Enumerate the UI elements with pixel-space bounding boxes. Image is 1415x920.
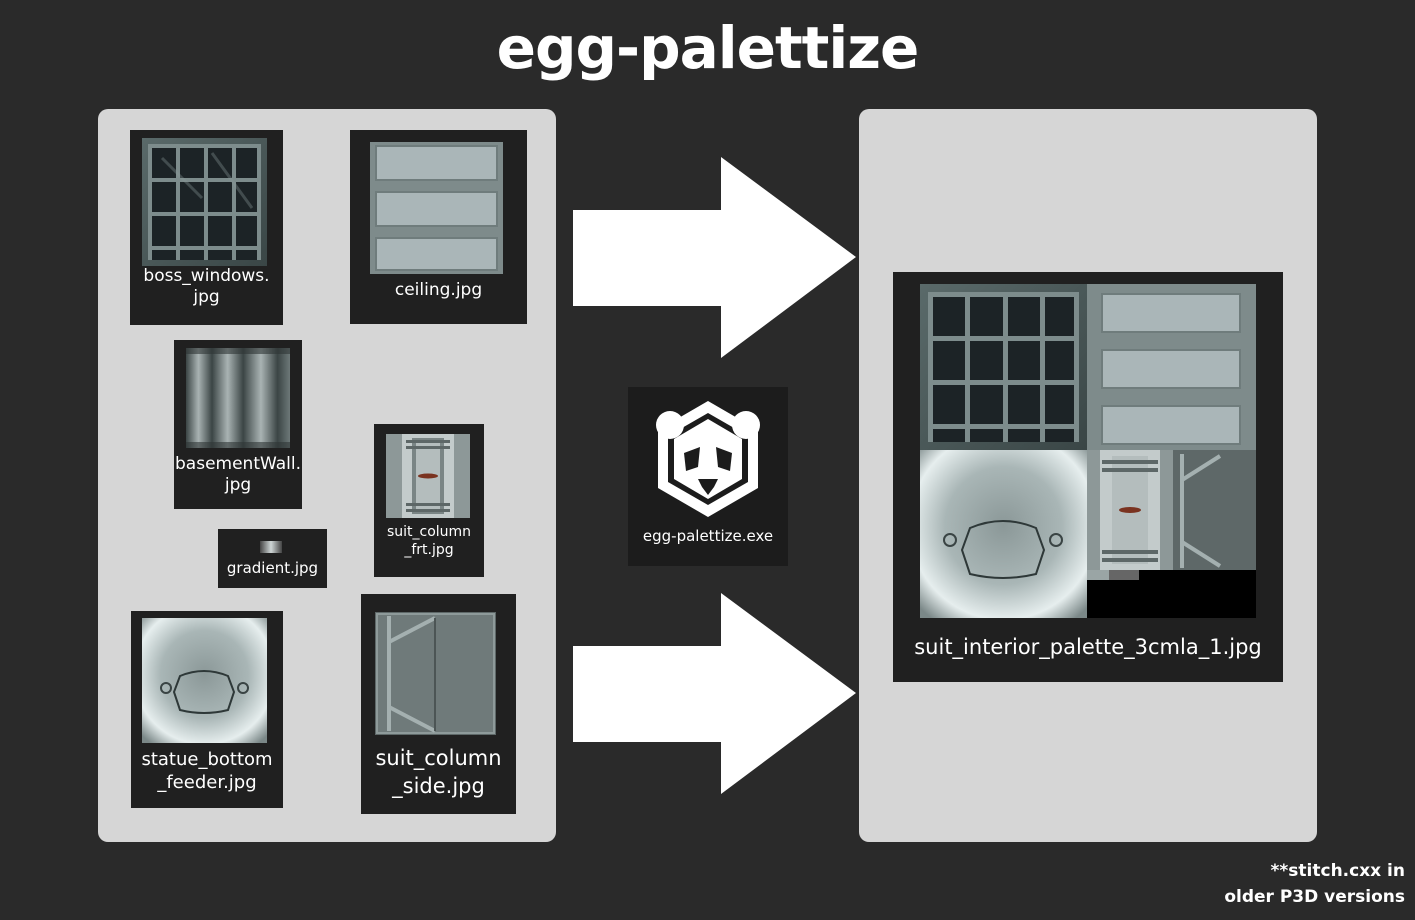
- tool-label: egg-palettize.exe: [628, 527, 788, 546]
- file-caption: basementWall. jpg: [174, 454, 302, 497]
- caption-line: jpg: [193, 287, 220, 308]
- caption-line: gradient.jpg: [226, 559, 319, 577]
- caption-line: boss_windows.: [143, 266, 270, 286]
- file-caption: ceiling.jpg: [350, 280, 527, 301]
- footnote-line: **stitch.cxx in: [1270, 861, 1405, 881]
- caption-line: ceiling.jpg: [394, 280, 483, 300]
- file-tile-output-palette[interactable]: suit_interior_palette_3cmla_1.jpg: [893, 272, 1283, 682]
- file-caption: suit_column _side.jpg: [361, 744, 516, 800]
- arrow-right-icon: [573, 593, 856, 794]
- caption-line: suit_column: [386, 524, 472, 540]
- panda-hexagon-icon: [656, 401, 760, 517]
- file-tile-basement-wall[interactable]: basementWall. jpg: [174, 340, 302, 509]
- caption-line: suit_column: [375, 746, 502, 770]
- statue-bottom-feeder-thumbnail: [142, 618, 267, 743]
- palette-thumbnail: [920, 284, 1256, 618]
- file-caption: suit_column _frt.jpg: [374, 524, 484, 559]
- caption-line: suit_interior_palette_3cmla_1.jpg: [914, 635, 1262, 659]
- page-title: egg-palettize: [496, 14, 920, 82]
- caption-line: _feeder.jpg: [157, 771, 257, 793]
- gradient-thumbnail: [260, 541, 282, 553]
- caption-line: jpg: [224, 475, 252, 496]
- file-caption: gradient.jpg: [218, 559, 327, 578]
- caption-line: basementWall.: [175, 454, 301, 474]
- footnote-line: older P3D versions: [1224, 887, 1405, 907]
- caption-line: egg-palettize.exe: [642, 527, 774, 545]
- boss-windows-thumbnail: [142, 138, 267, 266]
- caption-line: _frt.jpg: [404, 541, 454, 558]
- caption-line: statue_bottom: [141, 749, 273, 770]
- file-caption: statue_bottom _feeder.jpg: [131, 749, 283, 794]
- basement-wall-thumbnail: [186, 348, 290, 448]
- file-tile-ceiling[interactable]: ceiling.jpg: [350, 130, 527, 324]
- caption-line: _side.jpg: [392, 774, 485, 798]
- tool-executable[interactable]: egg-palettize.exe: [628, 387, 788, 566]
- file-tile-statue-bottom-feeder[interactable]: statue_bottom _feeder.jpg: [131, 611, 283, 808]
- footnote: **stitch.cxx in older P3D versions: [1205, 858, 1405, 910]
- suit-column-side-thumbnail: [375, 612, 496, 735]
- output-file-caption: suit_interior_palette_3cmla_1.jpg: [893, 634, 1283, 660]
- file-tile-suit-column-frt[interactable]: suit_column _frt.jpg: [374, 424, 484, 577]
- file-caption: boss_windows. jpg: [130, 266, 283, 309]
- file-tile-gradient[interactable]: gradient.jpg: [218, 529, 327, 588]
- ceiling-thumbnail: [370, 142, 503, 274]
- suit-column-frt-thumbnail: [386, 434, 470, 518]
- file-tile-boss-windows[interactable]: boss_windows. jpg: [130, 130, 283, 325]
- file-tile-suit-column-side[interactable]: suit_column _side.jpg: [361, 594, 516, 814]
- arrow-right-icon: [573, 157, 856, 358]
